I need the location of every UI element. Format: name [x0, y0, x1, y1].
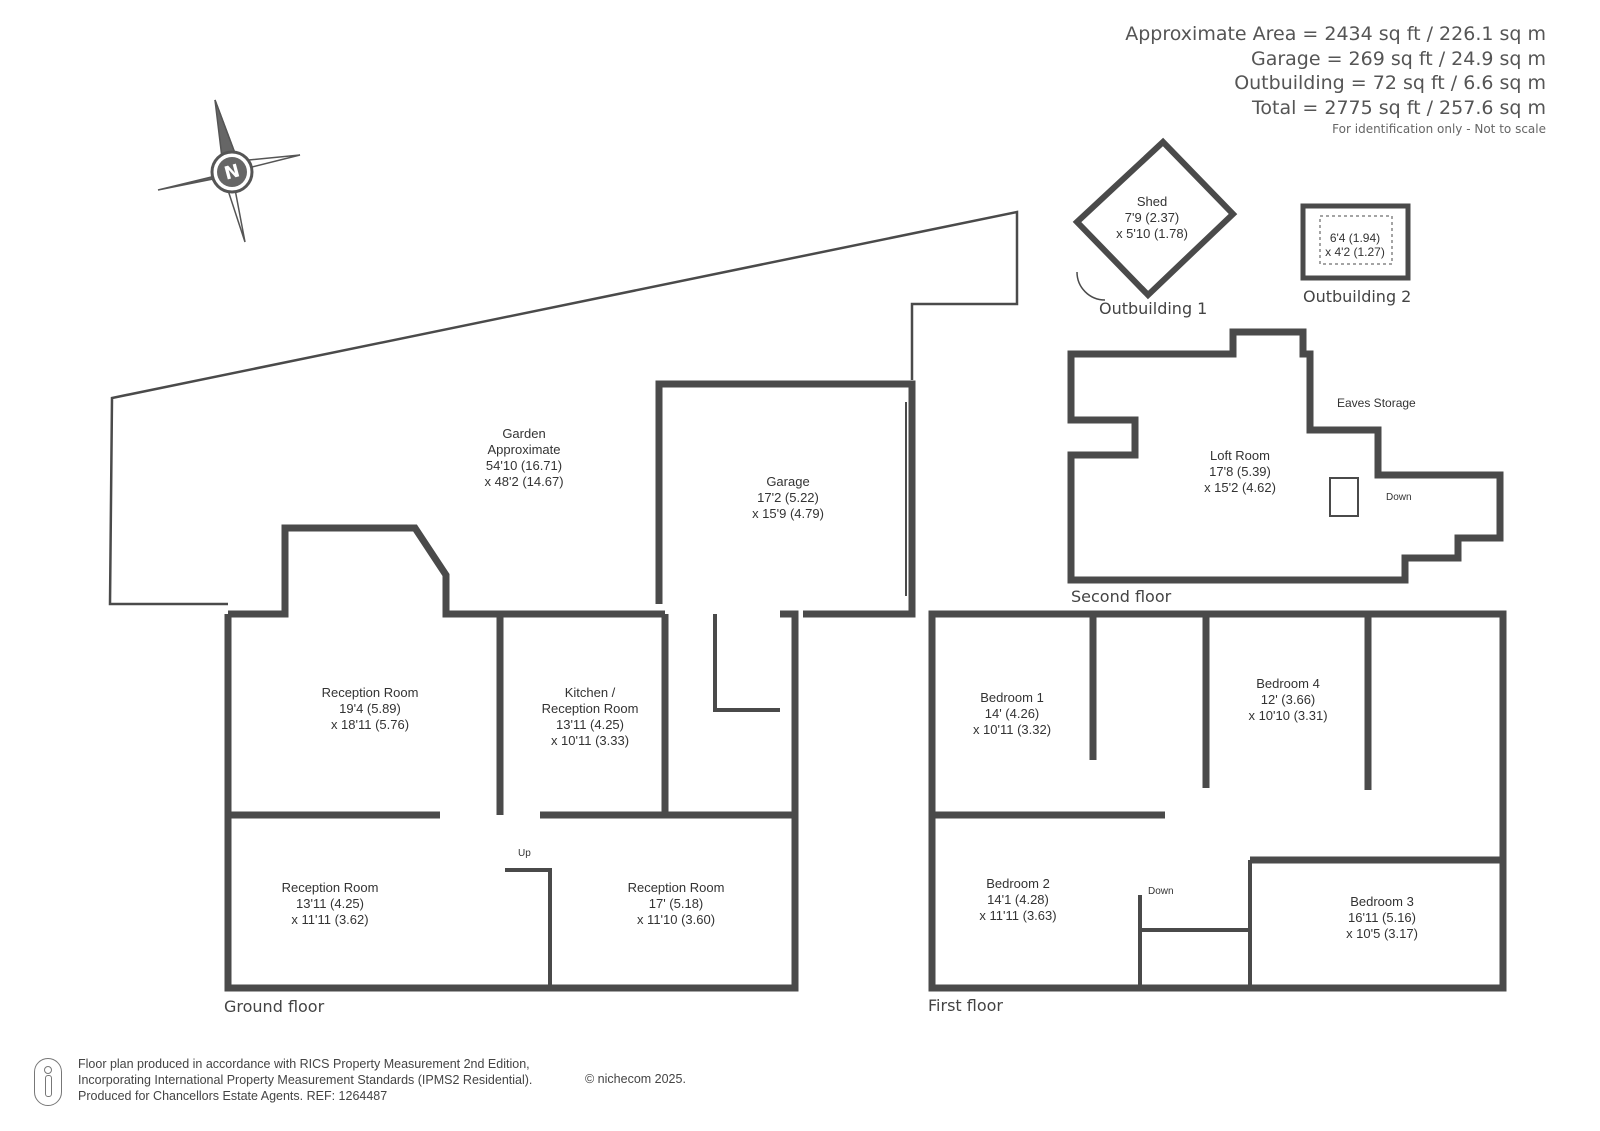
- ground-floor-walls: [224, 524, 799, 992]
- area-garage: Garage = 269 sq ft / 24.9 sq m: [1250, 47, 1546, 70]
- room-bedroom-4: Bedroom 4 12' (3.66) x 10'10 (3.31): [1248, 676, 1327, 723]
- area-outbuilding: Outbuilding = 72 sq ft / 6.6 sq m: [1234, 72, 1546, 94]
- svg-text:x 15'9 (4.79): x 15'9 (4.79): [752, 506, 824, 521]
- svg-text:x 10'10 (3.31): x 10'10 (3.31): [1248, 708, 1327, 723]
- label-outbuilding-2: Outbuilding 2: [1303, 287, 1411, 306]
- label-first-floor: First floor: [928, 996, 1003, 1015]
- scale-note: For identification only - Not to scale: [1332, 122, 1546, 136]
- svg-text:17'8 (5.39): 17'8 (5.39): [1209, 464, 1271, 479]
- first-floor-walls: [928, 610, 1507, 992]
- svg-text:Bedroom 3: Bedroom 3: [1350, 894, 1414, 909]
- label-down-first: Down: [1148, 886, 1174, 897]
- svg-text:x 11'10 (3.60): x 11'10 (3.60): [637, 912, 715, 927]
- svg-text:Kitchen /: Kitchen /: [565, 685, 616, 700]
- room-reception-2: Reception Room 13'11 (4.25) x 11'11 (3.6…: [282, 880, 379, 927]
- svg-text:Approximate: Approximate: [488, 442, 561, 457]
- second-floor-walls: [1067, 328, 1504, 584]
- svg-text:x 5'10 (1.78): x 5'10 (1.78): [1116, 226, 1188, 241]
- svg-text:7'9 (2.37): 7'9 (2.37): [1125, 210, 1180, 225]
- svg-text:x 10'11 (3.33): x 10'11 (3.33): [551, 733, 629, 748]
- room-garage: Garage 17'2 (5.22) x 15'9 (4.79): [752, 474, 824, 521]
- room-bedroom-3: Bedroom 3 16'11 (5.16) x 10'5 (3.17): [1346, 894, 1418, 941]
- area-summary: Approximate Area = 2434 sq ft / 226.1 sq…: [1125, 22, 1546, 136]
- room-bedroom-1: Bedroom 1 14' (4.26) x 10'11 (3.32): [973, 690, 1051, 737]
- svg-text:x 11'11 (3.63): x 11'11 (3.63): [979, 908, 1056, 923]
- svg-text:Loft Room: Loft Room: [1210, 448, 1270, 463]
- footer-line-2: Incorporating International Property Mea…: [78, 1073, 533, 1087]
- label-second-floor: Second floor: [1071, 587, 1172, 606]
- label-outbuilding-1: Outbuilding 1: [1099, 299, 1207, 318]
- svg-text:54'10 (16.71): 54'10 (16.71): [486, 458, 562, 473]
- room-shed: Shed 7'9 (2.37) x 5'10 (1.78): [1116, 194, 1188, 241]
- copyright: © nichecom 2025.: [585, 1072, 686, 1086]
- svg-text:13'11 (4.25): 13'11 (4.25): [556, 717, 624, 732]
- svg-text:17'2 (5.22): 17'2 (5.22): [757, 490, 819, 505]
- label-up: Up: [518, 848, 531, 859]
- footer-line-1: Floor plan produced in accordance with R…: [78, 1057, 530, 1071]
- room-outbuilding2: 6'4 (1.94) x 4'2 (1.27): [1325, 231, 1385, 259]
- person-icon: [34, 1058, 62, 1106]
- footer-text: Floor plan produced in accordance with R…: [78, 1056, 532, 1104]
- svg-text:13'11 (4.25): 13'11 (4.25): [296, 896, 364, 911]
- svg-text:x 15'2 (4.62): x 15'2 (4.62): [1204, 480, 1276, 495]
- svg-text:x 48'2 (14.67): x 48'2 (14.67): [484, 474, 563, 489]
- outbuilding2-walls: [1300, 203, 1411, 281]
- footer-line-3: Produced for Chancellors Estate Agents. …: [78, 1089, 388, 1103]
- garage-walls: [655, 380, 916, 618]
- svg-text:Reception Room: Reception Room: [282, 880, 379, 895]
- room-kitchen: Kitchen / Reception Room 13'11 (4.25) x …: [542, 685, 639, 748]
- svg-text:x 10'11 (3.32): x 10'11 (3.32): [973, 722, 1051, 737]
- svg-text:x 11'11 (3.62): x 11'11 (3.62): [291, 912, 368, 927]
- svg-text:12' (3.66): 12' (3.66): [1261, 692, 1316, 707]
- svg-text:Bedroom 4: Bedroom 4: [1256, 676, 1320, 691]
- room-bedroom-2: Bedroom 2 14'1 (4.28) x 11'11 (3.63): [979, 876, 1056, 923]
- svg-text:Reception Room: Reception Room: [628, 880, 725, 895]
- label-ground-floor: Ground floor: [224, 997, 325, 1016]
- room-reception-3: Reception Room 17' (5.18) x 11'10 (3.60): [628, 880, 725, 927]
- svg-text:Shed: Shed: [1137, 194, 1167, 209]
- garden-boundary: [108, 210, 1019, 606]
- svg-text:x 4'2 (1.27): x 4'2 (1.27): [1325, 245, 1385, 259]
- svg-text:Bedroom 2: Bedroom 2: [986, 876, 1050, 891]
- svg-text:Reception Room: Reception Room: [542, 701, 639, 716]
- svg-text:x 10'5 (3.17): x 10'5 (3.17): [1346, 926, 1418, 941]
- area-approximate: Approximate Area = 2434 sq ft / 226.1 sq…: [1125, 23, 1546, 45]
- svg-text:6'4 (1.94): 6'4 (1.94): [1330, 231, 1380, 245]
- svg-text:16'11 (5.16): 16'11 (5.16): [1348, 910, 1416, 925]
- shed-walls: [1072, 137, 1238, 300]
- svg-text:19'4 (5.89): 19'4 (5.89): [339, 701, 401, 716]
- svg-text:Bedroom 1: Bedroom 1: [980, 690, 1044, 705]
- room-garden: Garden Approximate 54'10 (16.71) x 48'2 …: [484, 426, 563, 489]
- room-loft: Loft Room 17'8 (5.39) x 15'2 (4.62): [1204, 448, 1276, 495]
- compass-icon: N: [157, 99, 301, 243]
- svg-text:Garden: Garden: [502, 426, 545, 441]
- compass-letter: N: [222, 160, 242, 184]
- svg-text:14'1 (4.28): 14'1 (4.28): [987, 892, 1049, 907]
- svg-text:Garage: Garage: [766, 474, 809, 489]
- svg-text:14' (4.26): 14' (4.26): [985, 706, 1040, 721]
- svg-text:Reception Room: Reception Room: [322, 685, 419, 700]
- room-reception-1: Reception Room 19'4 (5.89) x 18'11 (5.76…: [322, 685, 419, 732]
- label-down-loft: Down: [1386, 492, 1412, 503]
- area-total: Total = 2775 sq ft / 257.6 sq m: [1252, 96, 1546, 119]
- svg-text:17' (5.18): 17' (5.18): [649, 896, 704, 911]
- label-eaves: Eaves Storage: [1337, 396, 1416, 410]
- svg-text:x 18'11 (5.76): x 18'11 (5.76): [331, 717, 409, 732]
